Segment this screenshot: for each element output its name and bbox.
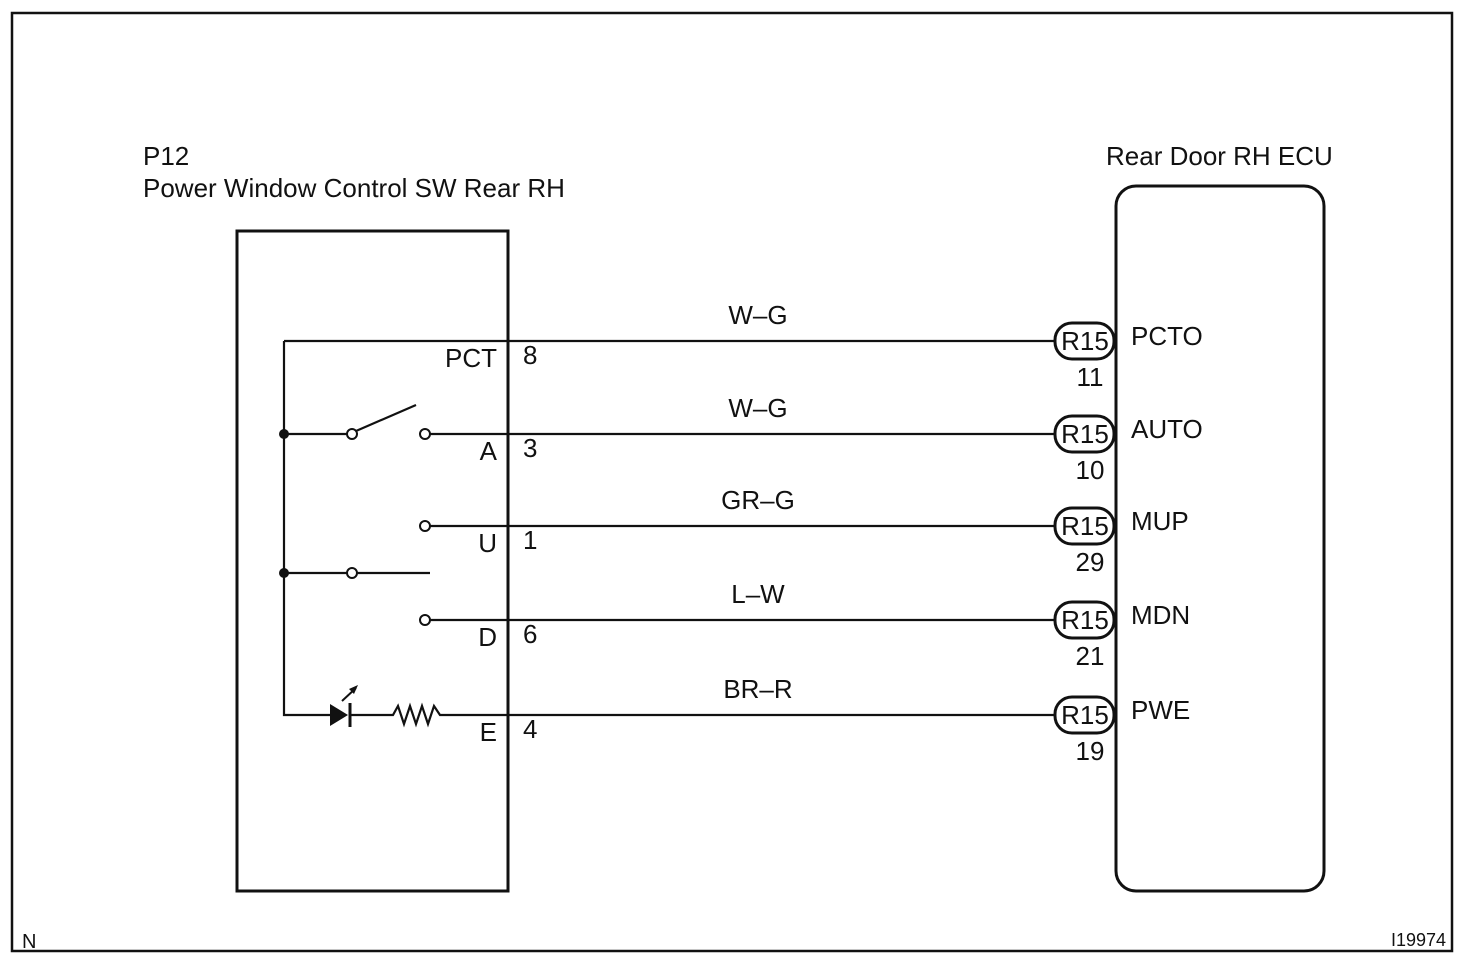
switch-pin-number: 6 bbox=[523, 619, 537, 649]
ecu-terminal-label: PWE bbox=[1131, 695, 1190, 725]
switch-terminal-label: D bbox=[478, 622, 497, 652]
ecu-terminal-label: MUP bbox=[1131, 506, 1189, 536]
switch-terminal-label: E bbox=[480, 717, 497, 747]
ecu-pin-number: 19 bbox=[1076, 736, 1105, 766]
connector-badge bbox=[1053, 321, 1116, 361]
connector-badge bbox=[1053, 600, 1116, 640]
switch-code: P12 bbox=[143, 141, 189, 171]
wire-color-label: GR–G bbox=[721, 485, 795, 515]
switch-name: Power Window Control SW Rear RH bbox=[143, 173, 565, 203]
led-icon bbox=[330, 704, 348, 726]
switch-pin-number: 8 bbox=[523, 340, 537, 370]
switch-terminal-label: U bbox=[478, 528, 497, 558]
auto-switch-contact bbox=[346, 428, 358, 440]
diagram-frame bbox=[10, 11, 1454, 953]
switch-pin-number: 1 bbox=[523, 525, 537, 555]
ecu-name: Rear Door RH ECU bbox=[1106, 141, 1333, 171]
ecu-terminal-label: MDN bbox=[1131, 600, 1190, 630]
wire-color-label: L–W bbox=[731, 579, 785, 609]
ecu-terminal-label: AUTO bbox=[1131, 414, 1203, 444]
switch-terminal-label: PCT bbox=[445, 343, 497, 373]
connector-label: R15 bbox=[1061, 419, 1109, 449]
ecu-pin-number: 11 bbox=[1077, 362, 1104, 392]
led-light-arrowhead bbox=[349, 685, 358, 694]
switch-common-bus bbox=[282, 341, 330, 717]
connector-label: R15 bbox=[1061, 511, 1109, 541]
up-switch-terminal bbox=[419, 520, 431, 532]
wire-color-label: BR–R bbox=[723, 674, 792, 704]
figure-id: I19974 bbox=[1391, 930, 1446, 950]
resistor-icon bbox=[388, 702, 445, 728]
wire-color-label: W–G bbox=[728, 393, 787, 423]
ecu-box bbox=[1114, 184, 1326, 893]
auto-switch-blade bbox=[355, 403, 417, 433]
connector-label: R15 bbox=[1061, 326, 1109, 356]
ecu-terminal-label: PCTO bbox=[1131, 321, 1203, 351]
connector-label: R15 bbox=[1061, 605, 1109, 635]
ecu-pin-number: 29 bbox=[1076, 547, 1105, 577]
switch-box bbox=[235, 229, 510, 893]
connector-badge bbox=[1053, 695, 1116, 735]
connector-label: R15 bbox=[1061, 700, 1109, 730]
wire-color-label: W–G bbox=[728, 300, 787, 330]
switch-pin-number: 3 bbox=[523, 433, 537, 463]
ecu-pin-number: 21 bbox=[1076, 641, 1105, 671]
auto-switch-terminal bbox=[419, 428, 431, 440]
wire-row: W–G PCT 8 R15 11 PCTO bbox=[284, 300, 1203, 392]
switch-terminal-label: A bbox=[480, 436, 498, 466]
ecu-pin-number: 10 bbox=[1076, 455, 1105, 485]
down-switch-terminal bbox=[419, 614, 431, 626]
connector-badge bbox=[1053, 506, 1116, 546]
updown-switch-contact bbox=[346, 567, 358, 579]
switch-pin-number: 4 bbox=[523, 714, 537, 744]
connector-badge bbox=[1053, 414, 1116, 454]
corner-letter: N bbox=[22, 931, 36, 953]
